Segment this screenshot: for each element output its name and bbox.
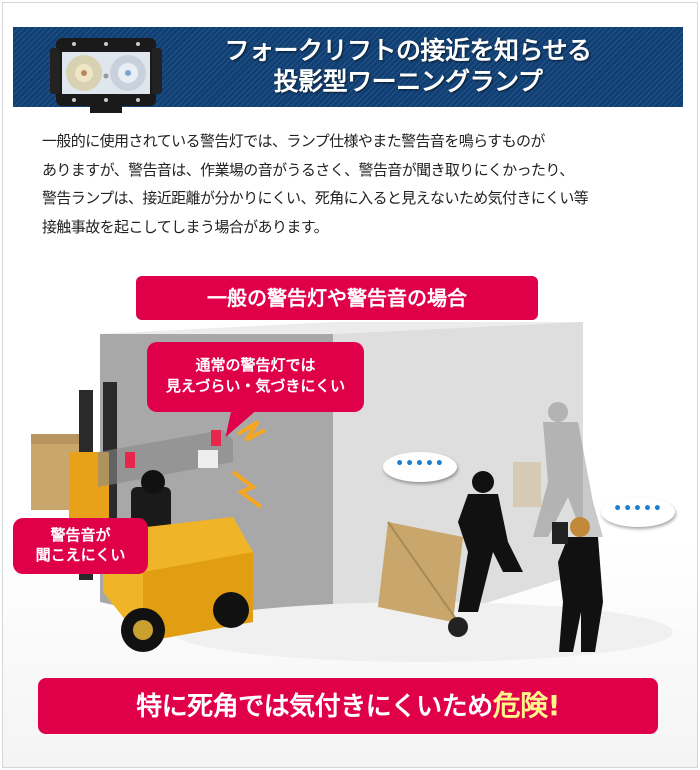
worker-handtruck-icon: [378, 471, 523, 637]
intro-line: ありますが、警告音は、作業場の音がうるさく、警告音が聞き取りにくかったり、: [42, 160, 574, 179]
danger-emphasis: 危険!: [492, 689, 561, 722]
intro-line: 警告ランプは、接近距離が分かりにくい、死角に入ると見えないため気付きにくい等: [42, 189, 589, 207]
speech-bubble-icon: •••••: [383, 452, 457, 482]
led-lamp-icon: [50, 38, 162, 113]
light-warning-callout: 通常の警告灯では 見えづらい・気づきにくい: [147, 342, 364, 412]
callout-line: 見えづらい・気づきにくい: [165, 377, 346, 395]
page-title: フォークリフトの接近を知らせる 投影型ワーニングランプ: [188, 35, 628, 97]
speech-bubble-icon: •••••: [601, 497, 675, 527]
section-heading: 一般の警告灯や警告音の場合: [136, 276, 538, 320]
worker-clipboard-icon: [552, 517, 603, 652]
title-line-1: フォークリフトの接近を知らせる: [224, 36, 592, 65]
intro-line: 接触事故を起こしてしまう場合があります。: [42, 217, 329, 236]
callout-line: 警告音が: [50, 526, 111, 544]
callout-line: 聞こえにくい: [35, 546, 126, 564]
intro-line: 一般的に使用されている警告灯では、ランプ仕様やまた警告音を鳴らすものが: [42, 132, 545, 150]
title-line-2: 投影型ワーニングランプ: [273, 67, 543, 96]
intro-paragraph: 一般的に使用されている警告灯では、ランプ仕様やまた警告音を鳴らすものが あります…: [42, 127, 672, 241]
banner-text: 特に死角では気付きにくいため: [136, 692, 493, 722]
header-banner: フォークリフトの接近を知らせる 投影型ワーニングランプ: [13, 27, 683, 113]
danger-banner: 特に死角では気付きにくいため危険!: [38, 678, 658, 734]
sound-warning-callout: 警告音が 聞こえにくい: [13, 518, 148, 574]
callout-line: 通常の警告灯では: [195, 356, 316, 374]
background-worker-icon: [513, 402, 603, 537]
